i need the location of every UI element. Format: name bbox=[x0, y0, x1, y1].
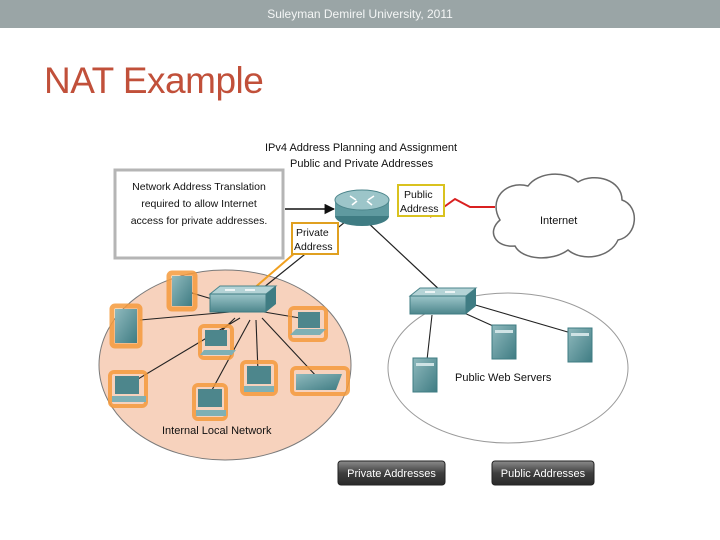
callout-line-2: required to allow Internet bbox=[141, 198, 257, 210]
desktop-icon bbox=[108, 370, 148, 408]
public-server-icon-2 bbox=[491, 324, 517, 360]
private-address-pointer bbox=[251, 251, 297, 291]
slide-title: NAT Example bbox=[44, 60, 264, 101]
router-public-switch-link bbox=[364, 219, 444, 294]
callout-line-3: access for private addresses. bbox=[131, 215, 268, 227]
public-server-icon-3 bbox=[567, 327, 593, 363]
public-switch-icon bbox=[408, 287, 478, 315]
desktop-icon-2 bbox=[192, 383, 228, 421]
private-server-icon bbox=[166, 270, 198, 312]
printer-icon bbox=[290, 366, 350, 396]
callout-line-1: Network Address Translation bbox=[132, 181, 266, 193]
internal-network-label: Internal Local Network bbox=[162, 425, 272, 437]
public-servers-label: Public Web Servers bbox=[455, 372, 552, 384]
internet-label: Internet bbox=[540, 215, 577, 227]
public-server-icon bbox=[412, 357, 438, 393]
private-server-icon-2 bbox=[109, 303, 143, 349]
legend-public-addresses: Public Addresses bbox=[491, 460, 595, 486]
router-icon bbox=[334, 189, 390, 226]
public-tag-line-1: Public bbox=[404, 189, 433, 201]
public-tag-line-2: Address bbox=[400, 203, 439, 215]
laptop-icon bbox=[198, 324, 236, 360]
nat-callout-box bbox=[113, 168, 285, 260]
diagram-subtitle: Public and Private Addresses bbox=[290, 158, 434, 170]
legend-public-label: Public Addresses bbox=[501, 468, 586, 480]
desktop-icon-3 bbox=[240, 360, 278, 396]
header-bar: Suleyman Demirel University, 2011 bbox=[0, 0, 720, 28]
diagram-title: IPv4 Address Planning and Assignment bbox=[265, 142, 457, 154]
private-tag-line-2: Address bbox=[294, 241, 333, 253]
private-tag-line-1: Private bbox=[296, 227, 329, 239]
private-address-tag bbox=[291, 222, 339, 255]
public-address-tag bbox=[397, 184, 445, 217]
private-switch-icon bbox=[208, 285, 278, 313]
laptop-icon-2 bbox=[288, 306, 328, 342]
header-text: Suleyman Demirel University, 2011 bbox=[267, 7, 453, 21]
legend-private-label: Private Addresses bbox=[347, 468, 436, 480]
internet-cloud bbox=[492, 173, 636, 259]
legend-private-addresses: Private Addresses bbox=[337, 460, 446, 486]
